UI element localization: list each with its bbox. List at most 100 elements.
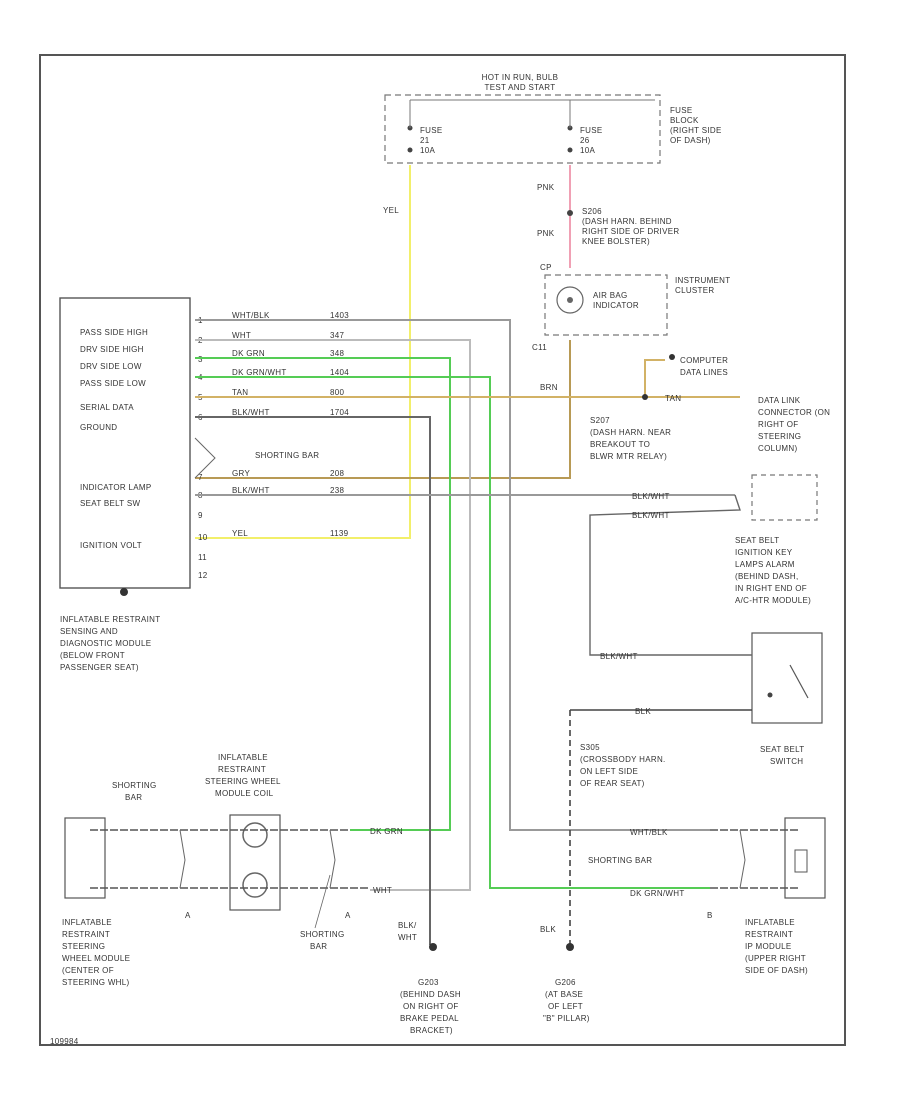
- svg-text:SEAT BELT: SEAT BELT: [760, 745, 805, 754]
- svg-text:12: 12: [198, 571, 208, 580]
- pnk-mid-label: PNK: [537, 229, 555, 238]
- fuse-21: FUSE 21 10A: [407, 100, 443, 155]
- svg-text:OF LEFT: OF LEFT: [548, 1002, 583, 1011]
- svg-text:WHEEL MODULE: WHEEL MODULE: [62, 954, 130, 963]
- shorting-bar-bottom-label: SHORTING BAR: [300, 930, 344, 951]
- airbag-lamp-icon: [556, 286, 584, 314]
- svg-text:BLK/WHT: BLK/WHT: [232, 408, 270, 417]
- wire-wht-blk: [195, 319, 710, 831]
- svg-text:238: 238: [330, 486, 344, 495]
- svg-text:(CROSSBODY HARN.: (CROSSBODY HARN.: [580, 755, 666, 764]
- svg-text:WHT: WHT: [398, 933, 417, 942]
- svg-text:STEERING: STEERING: [758, 432, 801, 441]
- fuse-block-label: FUSE BLOCK (RIGHT SIDE OF DASH): [670, 106, 722, 145]
- svg-text:BLK/: BLK/: [398, 921, 417, 930]
- svg-text:ON RIGHT OF: ON RIGHT OF: [403, 1002, 459, 1011]
- svg-text:IGNITION KEY: IGNITION KEY: [735, 548, 793, 557]
- svg-text:(UPPER RIGHT: (UPPER RIGHT: [745, 954, 806, 963]
- svg-text:DRV SIDE LOW: DRV SIDE LOW: [80, 362, 142, 371]
- svg-text:BAR: BAR: [125, 793, 142, 802]
- svg-text:"B" PILLAR): "B" PILLAR): [543, 1014, 590, 1023]
- svg-text:FUSE: FUSE: [580, 126, 603, 135]
- hot-label-2: TEST AND START: [485, 83, 556, 92]
- svg-text:PASSENGER SEAT): PASSENGER SEAT): [60, 663, 139, 672]
- steering-wheel-module-box: [64, 817, 106, 899]
- svg-text:SHORTING: SHORTING: [300, 930, 344, 939]
- svg-text:26: 26: [580, 136, 590, 145]
- svg-text:(DASH HARN. BEHIND: (DASH HARN. BEHIND: [582, 217, 672, 226]
- svg-text:LAMPS ALARM: LAMPS ALARM: [735, 560, 795, 569]
- shorting-bar-top-label: SHORTING BAR: [112, 781, 156, 802]
- conn-cp: CP: [540, 263, 552, 272]
- module-pin-numbers: 1 2 3 4 5 6 7 8 9 10 11 12: [198, 316, 208, 580]
- svg-text:RESTRAINT: RESTRAINT: [62, 930, 110, 939]
- svg-text:(BEHIND DASH: (BEHIND DASH: [400, 990, 461, 999]
- svg-text:INFLATABLE: INFLATABLE: [745, 918, 795, 927]
- svg-text:3: 3: [198, 355, 203, 364]
- conn-b: B: [707, 911, 713, 920]
- computer-data-lines-label: COMPUTER DATA LINES: [680, 356, 728, 377]
- svg-text:COMPUTER: COMPUTER: [680, 356, 728, 365]
- conn-a2: A: [345, 911, 351, 920]
- steer-dk-grn: DK GRN: [370, 827, 403, 836]
- svg-text:KNEE BOLSTER): KNEE BOLSTER): [582, 237, 650, 246]
- svg-text:BAR: BAR: [310, 942, 327, 951]
- shorting-bar-ip: SHORTING BAR: [588, 856, 652, 865]
- steering-coil-box: [229, 814, 281, 911]
- svg-text:STEERING: STEERING: [62, 942, 105, 951]
- svg-text:YEL: YEL: [232, 529, 248, 538]
- steering-wheel-module-label: INFLATABLE RESTRAINT STEERING WHEEL MODU…: [62, 918, 130, 987]
- dlc-label: DATA LINK CONNECTOR (ON RIGHT OF STEERIN…: [758, 396, 830, 453]
- seat-belt-module-label: SEAT BELT IGNITION KEY LAMPS ALARM (BEHI…: [735, 536, 811, 605]
- svg-text:BLWR MTR RELAY): BLWR MTR RELAY): [590, 452, 667, 461]
- svg-text:STEERING WHEEL: STEERING WHEEL: [205, 777, 281, 786]
- svg-text:INSTRUMENT: INSTRUMENT: [675, 276, 730, 285]
- s305-label: S305 (CROSSBODY HARN. ON LEFT SIDE OF RE…: [580, 743, 666, 788]
- svg-text:DK GRN: DK GRN: [232, 349, 265, 358]
- svg-text:INFLATABLE: INFLATABLE: [218, 753, 268, 762]
- blk-wht-lower: BLK/WHT: [600, 652, 638, 661]
- svg-text:(AT BASE: (AT BASE: [545, 990, 583, 999]
- svg-text:(RIGHT SIDE: (RIGHT SIDE: [670, 126, 722, 135]
- svg-text:SHORTING: SHORTING: [112, 781, 156, 790]
- svg-text:BLK/WHT: BLK/WHT: [232, 486, 270, 495]
- svg-text:348: 348: [330, 349, 344, 358]
- brown-wire: [195, 340, 571, 479]
- svg-text:SEAT BELT SW: SEAT BELT SW: [80, 499, 141, 508]
- brn-label: BRN: [540, 383, 558, 392]
- blk-wht-ground-label: BLK/ WHT: [398, 921, 417, 942]
- instrument-cluster-box: [544, 274, 668, 336]
- svg-text:DATA LINES: DATA LINES: [680, 368, 728, 377]
- svg-text:1139: 1139: [330, 529, 349, 538]
- blk-wht-right: BLK/WHT: [632, 492, 670, 501]
- blk-g206: BLK: [540, 925, 556, 934]
- svg-text:STEERING WHL): STEERING WHL): [62, 978, 129, 987]
- svg-text:BRACKET): BRACKET): [410, 1026, 453, 1035]
- svg-text:WHT: WHT: [232, 331, 251, 340]
- svg-text:(BEHIND DASH,: (BEHIND DASH,: [735, 572, 798, 581]
- svg-text:RIGHT OF: RIGHT OF: [758, 420, 798, 429]
- svg-text:10A: 10A: [580, 146, 595, 155]
- yel-label: YEL: [383, 206, 399, 215]
- svg-text:(CENTER OF: (CENTER OF: [62, 966, 114, 975]
- wire-row-labels: WHT/BLK 1403 WHT 347 DK GRN 348 DK GRN/W…: [232, 311, 349, 538]
- ip-wht-blk: WHT/BLK: [630, 828, 668, 837]
- wire-wht: [195, 339, 471, 891]
- svg-text:1404: 1404: [330, 368, 349, 377]
- svg-text:BRAKE PEDAL: BRAKE PEDAL: [400, 1014, 459, 1023]
- svg-text:SWITCH: SWITCH: [770, 757, 803, 766]
- svg-text:PASS SIDE LOW: PASS SIDE LOW: [80, 379, 146, 388]
- svg-text:347: 347: [330, 331, 344, 340]
- steering-coil-label: INFLATABLE RESTRAINT STEERING WHEEL MODU…: [205, 753, 281, 798]
- g206-label: G206 (AT BASE OF LEFT "B" PILLAR): [543, 978, 590, 1023]
- svg-text:FUSE: FUSE: [420, 126, 443, 135]
- s206-label: S206 (DASH HARN. BEHIND RIGHT SIDE OF DR…: [582, 207, 679, 246]
- svg-text:DIAGNOSTIC MODULE: DIAGNOSTIC MODULE: [60, 639, 151, 648]
- svg-text:AIR BAG: AIR BAG: [593, 291, 628, 300]
- diagram-border: [39, 54, 846, 1046]
- sensing-module-box: [59, 297, 191, 589]
- seat-belt-switch-label: SEAT BELT SWITCH: [760, 745, 805, 766]
- seat-belt-module-box: [751, 474, 818, 521]
- module-pin-labels: PASS SIDE HIGH DRV SIDE HIGH DRV SIDE LO…: [80, 328, 151, 550]
